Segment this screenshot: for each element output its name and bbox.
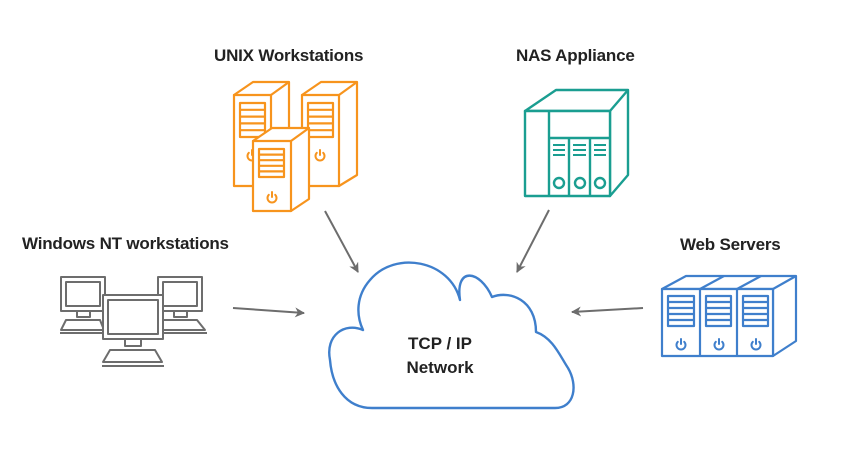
desktop-computer-icon — [60, 276, 106, 334]
unix-workstations-label: UNIX Workstations — [214, 46, 364, 65]
connection-arrows — [232, 209, 644, 318]
server-rack-icon — [741, 294, 770, 351]
desktop-computer-icon — [157, 276, 207, 334]
arrow-web-to-network — [571, 306, 644, 317]
desktop-computer-icon — [102, 294, 164, 367]
arrow-nas-to-network — [516, 209, 550, 273]
nas-appliance-label: NAS Appliance — [516, 46, 635, 65]
nas-appliance-icon — [523, 88, 630, 198]
web-servers-label: Web Servers — [680, 235, 781, 254]
windows-workstations-icon — [60, 276, 207, 367]
windows-workstations-label: Windows NT workstations — [22, 234, 229, 253]
arrow-unix-to-network — [324, 210, 359, 273]
web-servers-icon — [660, 274, 798, 358]
server-rack-icon — [704, 294, 733, 351]
cloud-icon — [328, 261, 575, 410]
server-tower-icon — [300, 80, 359, 188]
server-rack-icon — [666, 294, 696, 351]
network-cloud-label: TCP / IP Network — [370, 332, 510, 380]
server-tower-icon — [251, 126, 311, 213]
network-label-line1: TCP / IP — [408, 334, 472, 353]
network-label-line2: Network — [406, 358, 474, 377]
unix-workstations-icon — [232, 80, 359, 213]
arrow-windows-to-network — [232, 307, 305, 318]
